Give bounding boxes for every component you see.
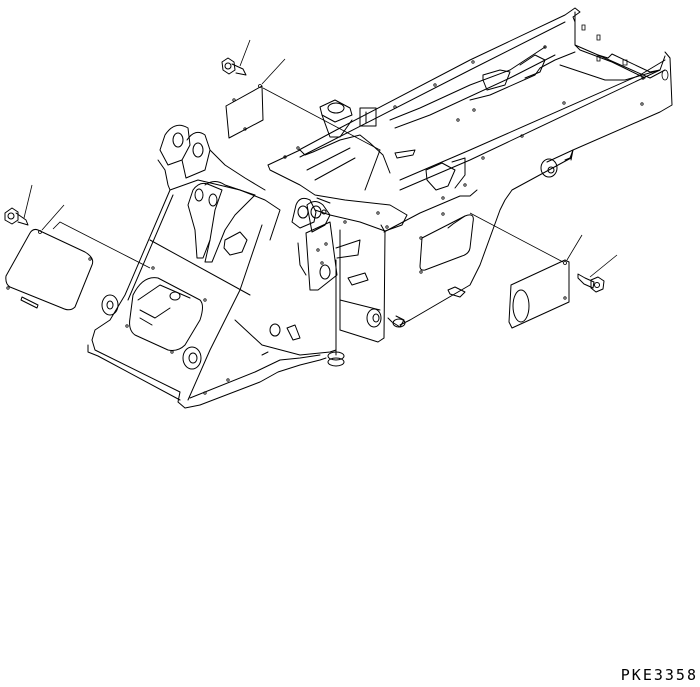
drawing-code-label: PKE3358 — [620, 666, 698, 684]
cover-left — [6, 205, 150, 310]
bolt-right — [578, 255, 617, 292]
front-frame — [88, 125, 344, 408]
cover-top — [226, 59, 380, 150]
cover-right — [470, 213, 582, 328]
hinge-bracket — [292, 198, 368, 290]
bolt-left — [5, 185, 32, 225]
bolt-top — [222, 40, 250, 75]
center-hinge — [268, 100, 465, 231]
rear-frame — [299, 8, 672, 342]
